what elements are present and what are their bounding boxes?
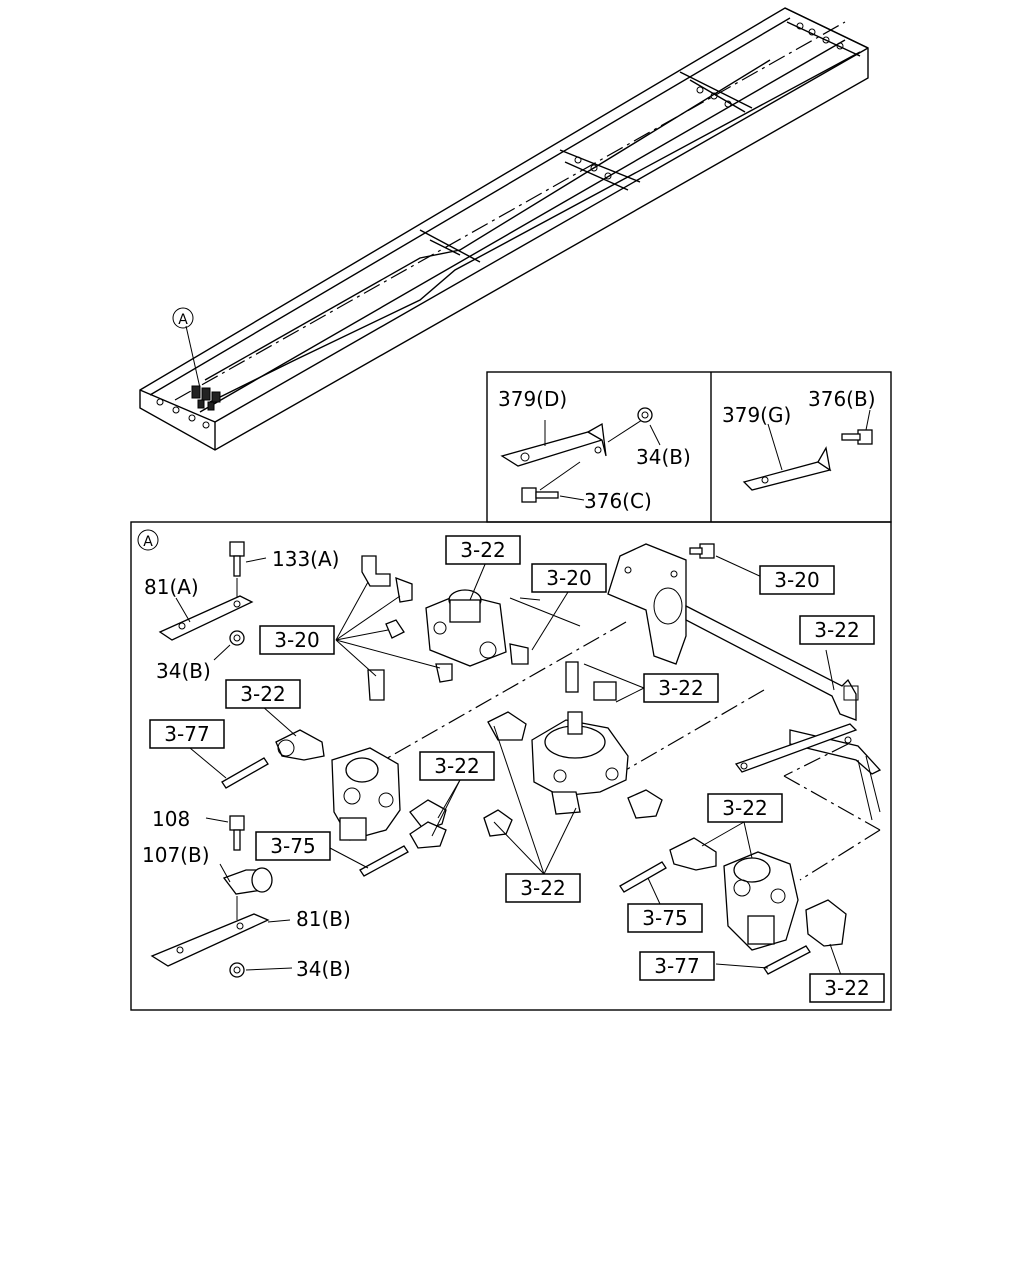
svg-text:3-22: 3-22 <box>824 976 869 1000</box>
bracket-379d <box>500 422 607 467</box>
ref-3-22-bracket: 3-22 <box>799 615 875 645</box>
detail-a-frame <box>130 521 892 1011</box>
detail-a-letter: A <box>178 312 188 328</box>
bolt-3-20-right <box>689 543 715 559</box>
label-376c: 376(C) <box>584 489 652 513</box>
bolt-376b <box>841 429 873 445</box>
nut-34b-inset <box>637 407 653 423</box>
ref-3-22-bottom: 3-22 <box>505 873 581 903</box>
fittings-3-20 <box>361 555 453 701</box>
ref-3-20-left: 3-20 <box>259 625 335 655</box>
leader-lines-3-22-center <box>493 725 577 875</box>
chassis-frame <box>139 7 869 451</box>
tube-3-75-right <box>619 861 667 893</box>
ref-3-22-left: 3-22 <box>225 679 301 709</box>
tube-3-77-right <box>763 945 811 975</box>
svg-text:3-75: 3-75 <box>270 834 315 858</box>
svg-text:3-20: 3-20 <box>274 628 319 652</box>
frame-a-letter: A <box>143 534 153 550</box>
ref-3-77-right: 3-77 <box>639 951 715 981</box>
ref-3-20-center: 3-20 <box>531 563 607 593</box>
label-34b-inset: 34(B) <box>636 445 691 469</box>
mounting-bracket <box>607 543 882 821</box>
ref-3-22-bottom-right-valve: 3-22 <box>707 793 783 823</box>
label-379g: 379(G) <box>722 403 791 427</box>
relay-valve-right <box>723 851 799 951</box>
ref-3-22-mid: 3-22 <box>419 751 495 781</box>
frame-a-callout: A <box>137 529 159 551</box>
nut-34b-bottom <box>229 962 245 978</box>
fitting-pair-center <box>409 799 447 849</box>
bolt-376c <box>521 487 559 503</box>
clip-107b <box>222 867 273 895</box>
bracket-379g <box>742 446 832 491</box>
ref-3-22-center: 3-22 <box>643 673 719 703</box>
svg-text:3-77: 3-77 <box>654 954 699 978</box>
svg-text:3-22: 3-22 <box>814 618 859 642</box>
svg-text:3-22: 3-22 <box>460 538 505 562</box>
ref-3-22-top: 3-22 <box>445 535 521 565</box>
label-107b: 107(B) <box>142 843 210 867</box>
ref-3-22-bottom-right: 3-22 <box>809 973 885 1003</box>
ref-3-75-right: 3-75 <box>627 903 703 933</box>
svg-text:3-22: 3-22 <box>240 682 285 706</box>
fittings-center-side <box>483 711 663 837</box>
svg-text:3-75: 3-75 <box>642 906 687 930</box>
label-133a: 133(A) <box>272 547 339 571</box>
nut-34b-top <box>229 630 245 646</box>
svg-text:3-77: 3-77 <box>164 722 209 746</box>
detail-a-cluster <box>191 385 221 411</box>
leader-lines-3-20-left <box>335 581 441 677</box>
svg-text:3-22: 3-22 <box>520 876 565 900</box>
fitting-top-center <box>565 661 617 701</box>
svg-text:3-22: 3-22 <box>658 676 703 700</box>
assembly-lines <box>383 621 881 881</box>
inset-box: 379(D) 34(B) 376(C) 379(G) 376(B) <box>486 371 892 523</box>
tube-3-77-left <box>221 757 269 789</box>
label-379d: 379(D) <box>498 387 567 411</box>
ref-3-75-left: 3-75 <box>255 831 331 861</box>
elbow-fitting-right-bottom <box>805 899 847 947</box>
label-81a: 81(A) <box>144 575 199 599</box>
bolt-133a <box>229 541 245 577</box>
ref-3-20-right: 3-20 <box>759 565 835 595</box>
detail-a-callout: A <box>172 307 194 329</box>
svg-text:3-22: 3-22 <box>722 796 767 820</box>
plate-81b <box>150 913 270 967</box>
tube-3-75-left <box>359 845 409 877</box>
svg-text:3-22: 3-22 <box>434 754 479 778</box>
label-108: 108 <box>152 807 190 831</box>
relay-valve-upper <box>425 589 529 667</box>
bolt-108 <box>229 815 245 851</box>
relay-valve-center <box>531 711 629 815</box>
elbow-fitting-right-top <box>669 837 717 871</box>
label-81b: 81(B) <box>296 907 351 931</box>
plate-81a <box>158 595 254 641</box>
svg-text:3-20: 3-20 <box>546 566 591 590</box>
ref-3-77-left: 3-77 <box>149 719 225 749</box>
elbow-fitting-left <box>275 729 325 761</box>
label-34b-bottom: 34(B) <box>296 957 351 981</box>
label-34b-top: 34(B) <box>156 659 211 683</box>
svg-text:3-20: 3-20 <box>774 568 819 592</box>
label-376b: 376(B) <box>808 387 876 411</box>
relay-valve-left <box>331 747 401 841</box>
